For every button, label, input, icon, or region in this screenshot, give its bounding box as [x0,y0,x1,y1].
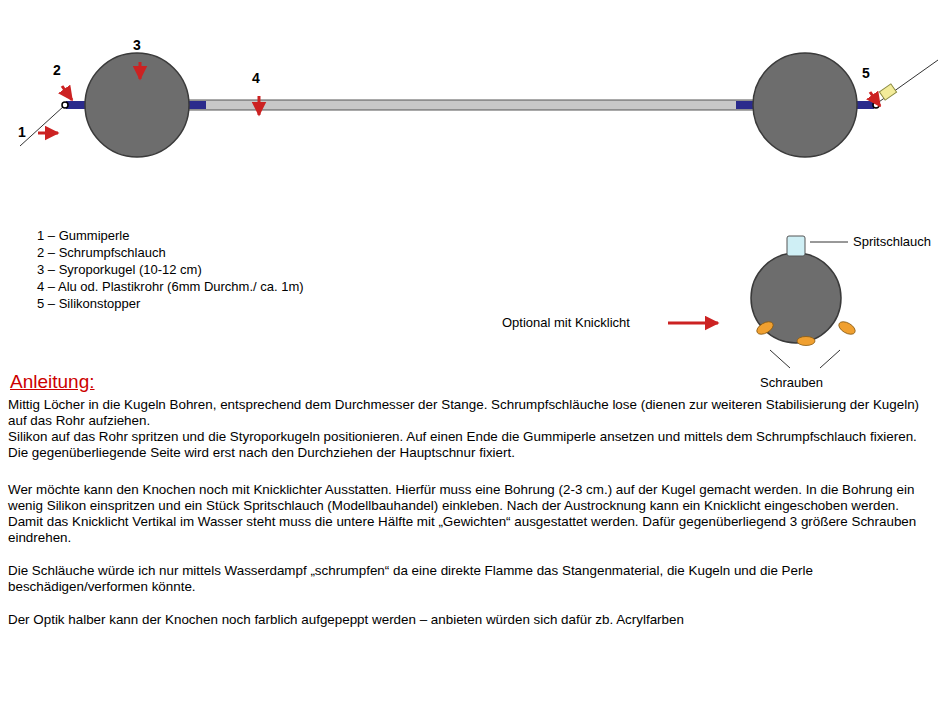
screw [797,337,815,346]
instruction-paragraph: Der Optik halber kann der Knochen noch f… [8,612,933,628]
callout-number: 2 [53,62,61,79]
screw [755,319,776,337]
rubber-bead [62,102,68,108]
screw [837,319,858,337]
instruction-paragraph: Mittig Löcher in die Kugeln Bohren, ents… [8,397,933,429]
main-line [20,106,64,146]
callout-arrow [258,96,261,115]
callout-number: 5 [862,65,870,82]
part-label: Spritschlauch [853,234,931,250]
styrofoam-ball [751,253,841,343]
part-label: Optional mit Knicklicht [502,315,630,331]
parts-list-item: 4 – Alu od. Plastikrohr (6mm Durchm./ ca… [37,279,304,295]
rod [150,100,790,110]
instructions: Mittig Löcher in die Kugeln Bohren, ents… [8,397,933,628]
instruction-paragraph: Damit das Knicklicht Vertikal im Wasser … [8,514,933,546]
callout-number: 4 [252,70,260,87]
leader-line [810,242,848,243]
section-heading: Anleitung: [10,371,95,393]
callout-number: 1 [18,124,26,141]
parts-list-item: 5 – Silikonstopper [37,296,140,312]
styrofoam-ball [753,53,857,157]
callout-arrow [62,86,72,100]
instruction-paragraph: Wer möchte kann den Knochen noch mit Kni… [8,482,933,514]
parts-list-item: 1 – Gummiperle [37,228,129,244]
callout-arrow [870,92,880,106]
tube-socket [787,236,805,256]
part-label: Schrauben [760,375,823,391]
callout-arrow [139,62,142,79]
styrofoam-ball [85,53,189,157]
leader-line [770,350,790,368]
parts-list-item: 3 – Syroporkugel (10-12 cm) [37,262,202,278]
callout-number: 3 [133,37,141,54]
main-line [876,60,938,104]
instruction-paragraph: Die Schläuche würde ich nur mittels Wass… [8,563,933,595]
parts-list-item: 2 – Schrumpfschlauch [37,245,166,261]
callout-arrow [668,322,718,325]
instruction-paragraph: Silikon auf das Rohr spritzen und die St… [8,429,933,461]
leader-line [820,350,840,368]
callout-arrow [38,132,58,135]
silicone-stopper [879,84,896,100]
